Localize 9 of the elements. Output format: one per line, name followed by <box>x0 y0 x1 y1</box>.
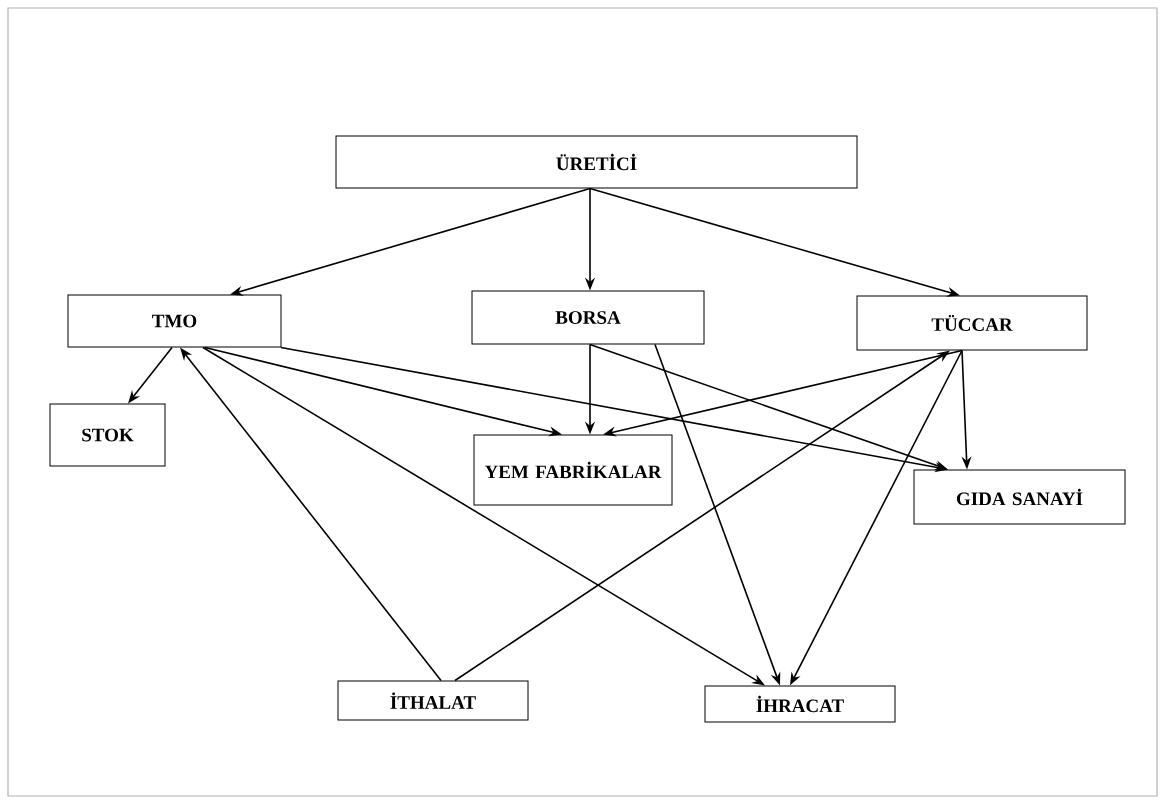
process-box: YEM FABRİKALAR <box>473 434 673 506</box>
process-box: TMO <box>67 294 282 348</box>
process-box: STOK <box>49 403 166 467</box>
process-box: BORSA <box>471 290 705 345</box>
process-box: TÜCCAR <box>856 295 1088 351</box>
process-box: ÜRETİCİ <box>335 135 858 189</box>
process-box: İHRACAT <box>704 685 896 723</box>
process-box: GIDA SANAYİ <box>913 469 1126 525</box>
process-box: İTHALAT <box>337 680 529 721</box>
